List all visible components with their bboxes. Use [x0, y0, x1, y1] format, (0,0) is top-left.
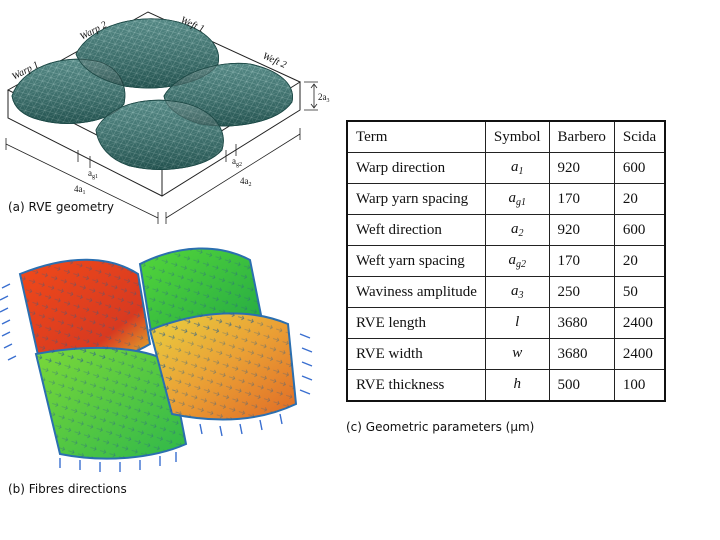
caption-rve-geometry: (a) RVE geometry	[8, 200, 114, 214]
caption-geometric-parameters: (c) Geometric parameters (µm)	[346, 420, 535, 434]
cell-barbero: 3680	[548, 338, 615, 370]
cell-term: RVE thickness	[345, 369, 486, 402]
header-symbol: Symbol	[484, 120, 550, 153]
cell-term: Weft yarn spacing	[345, 245, 486, 277]
cell-symbol: a2	[484, 214, 550, 246]
cell-symbol: ag2	[484, 245, 550, 277]
length-dimensions	[5, 128, 301, 224]
cell-barbero: 500	[548, 369, 615, 402]
cell-barbero: 170	[548, 245, 615, 277]
cell-symbol: a3	[484, 276, 550, 308]
cell-barbero: 250	[548, 276, 615, 308]
label-length-left: 4a1	[74, 184, 86, 196]
header-term: Term	[345, 120, 486, 153]
table-row: RVE length l 3680 2400	[345, 307, 667, 339]
cell-scida: 2400	[613, 307, 667, 339]
label-thickness: 2a3	[318, 92, 330, 104]
table-row: RVE width w 3680 2400	[345, 338, 667, 370]
cell-scida: 600	[613, 152, 667, 184]
table-header-row: Term Symbol Barbero Scida	[345, 120, 667, 153]
table-row: RVE thickness h 500 100	[345, 369, 667, 402]
cell-scida: 20	[613, 183, 667, 215]
cell-barbero: 170	[548, 183, 615, 215]
cell-term: Waviness amplitude	[345, 276, 486, 308]
caption-fibre-directions: (b) Fibres directions	[8, 482, 127, 496]
cell-symbol: h	[484, 369, 550, 402]
cell-scida: 100	[613, 369, 667, 402]
label-gap-right: ag2	[232, 156, 242, 168]
cell-barbero: 920	[548, 152, 615, 184]
cell-scida: 50	[613, 276, 667, 308]
cell-term: RVE width	[345, 338, 486, 370]
header-scida: Scida	[613, 120, 667, 153]
cell-symbol: ag1	[484, 183, 550, 215]
cell-scida: 600	[613, 214, 667, 246]
table-row: Waviness amplitude a3 250 50	[345, 276, 667, 308]
cell-barbero: 3680	[548, 307, 615, 339]
thickness-dimension	[304, 81, 318, 111]
cell-term: Weft direction	[345, 214, 486, 246]
cell-barbero: 920	[548, 214, 615, 246]
fabric-tows	[11, 18, 293, 170]
cell-scida: 20	[613, 245, 667, 277]
table-row: Weft direction a2 920 600	[345, 214, 667, 246]
table-row: Weft yarn spacing ag2 170 20	[345, 245, 667, 277]
cell-term: RVE length	[345, 307, 486, 339]
cell-symbol: a1	[484, 152, 550, 184]
cell-symbol: l	[484, 307, 550, 339]
geometric-parameters-table: Term Symbol Barbero Scida Warp direction…	[345, 120, 667, 402]
label-length-right: 4a2	[240, 176, 252, 188]
header-barbero: Barbero	[548, 120, 615, 153]
cell-term: Warp direction	[345, 152, 486, 184]
table-row: Warp direction a1 920 600	[345, 152, 667, 184]
table-row: Warp yarn spacing ag1 170 20	[345, 183, 667, 215]
cell-term: Warp yarn spacing	[345, 183, 486, 215]
fibre-directions-figure	[0, 247, 313, 472]
cell-symbol: w	[484, 338, 550, 370]
rve-geometry-figure: Warp 1 Warp 2 Weft 1 Weft 2 2a3 4a1 4a2 …	[5, 11, 330, 224]
label-gap-left: ag1	[88, 168, 98, 180]
edge-arrows	[0, 283, 313, 472]
cell-scida: 2400	[613, 338, 667, 370]
